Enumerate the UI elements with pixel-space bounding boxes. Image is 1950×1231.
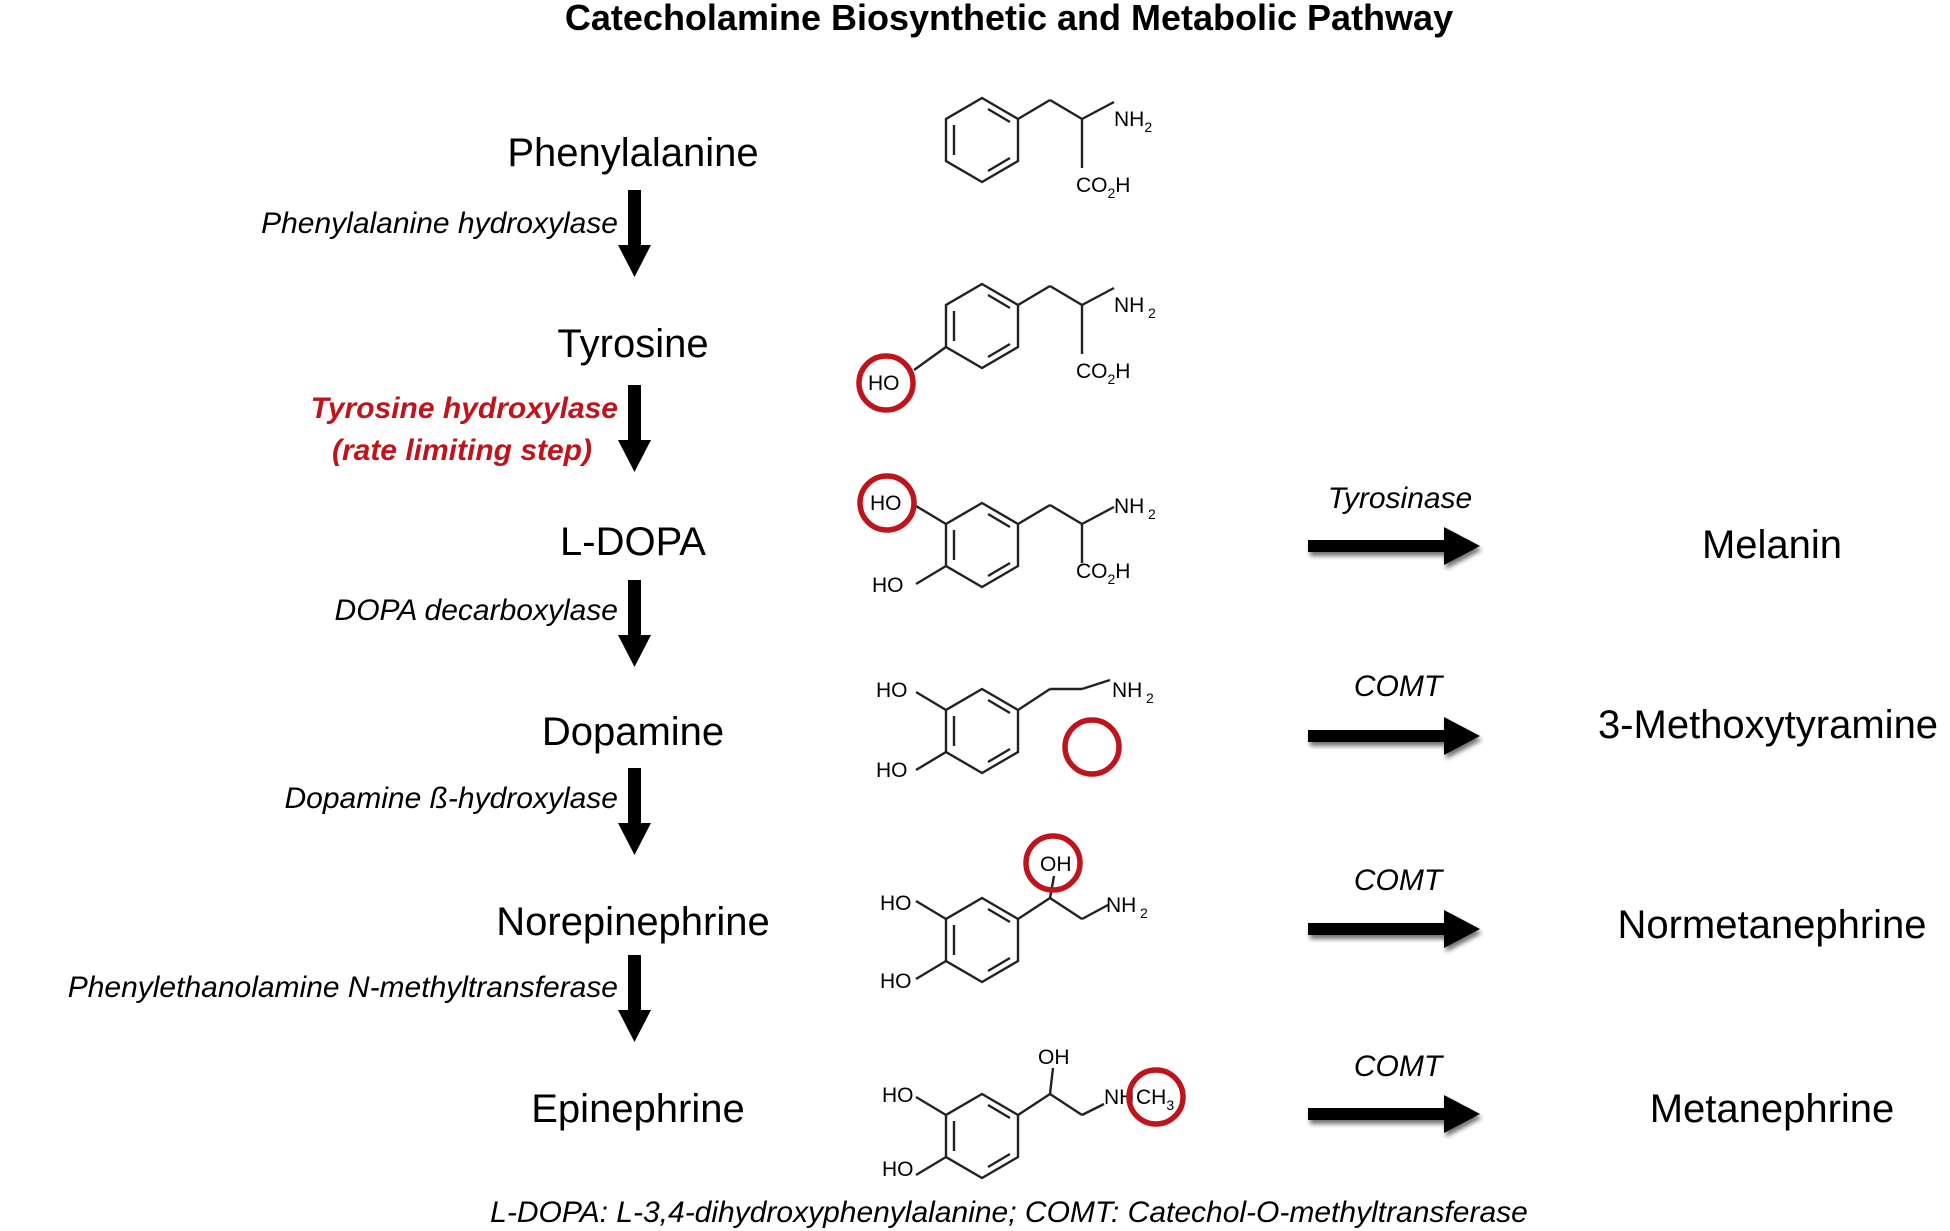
amine-label: NH xyxy=(1114,495,1144,518)
compound-norepinephrine: Norepinephrine xyxy=(496,900,770,944)
down-arrow-icon xyxy=(618,190,651,277)
svg-text:2: 2 xyxy=(1148,305,1156,321)
svg-text:CO2H: CO2H xyxy=(1076,560,1130,587)
highlight-circle xyxy=(1062,717,1122,777)
highlight-circle xyxy=(1023,833,1083,893)
svg-text:2: 2 xyxy=(1140,905,1148,921)
hydroxyl-label: HO xyxy=(868,372,900,395)
product-melanin: Melanin xyxy=(1702,523,1842,567)
metabolism-enzyme-tyrosinase: Tyrosinase xyxy=(1328,482,1473,515)
amine-label: NH xyxy=(1112,679,1142,702)
enzyme-list: Phenylalanine hydroxylase Tyrosine hydro… xyxy=(68,207,618,1004)
hydroxyl-label: HO xyxy=(882,1158,914,1181)
hydroxyl-label: HO xyxy=(880,892,912,915)
highlight-circle xyxy=(857,473,917,533)
hydroxyl-side-label: OH xyxy=(1038,1046,1070,1069)
hydroxyl-side-label: OH xyxy=(1040,853,1072,876)
acid-label: CO xyxy=(1076,174,1108,197)
hydroxyl-label: HO xyxy=(880,970,912,993)
metabolism-enzyme-comt: COMT xyxy=(1354,864,1445,897)
structure-tyrosine: NH 2 CO2H HO xyxy=(856,282,1156,413)
enzyme-pnmt: Phenylethanolamine N-methyltransferase xyxy=(68,971,618,1004)
amine-label: NH xyxy=(1114,294,1144,317)
amine-label: NH xyxy=(1114,108,1144,131)
metabolism-enzyme-comt: COMT xyxy=(1354,670,1445,703)
diagram-title: Catecholamine Biosynthetic and Metabolic… xyxy=(565,0,1453,38)
footnote: L-DOPA: L-3,4-dihydroxyphenylalanine; CO… xyxy=(490,1196,1528,1229)
compound-epinephrine: Epinephrine xyxy=(531,1087,745,1131)
right-arrow-icon xyxy=(1308,527,1482,569)
svg-text:NH2: NH2 xyxy=(1114,108,1152,135)
structure-phenylalanine: NH2 CO2H xyxy=(944,96,1152,201)
compound-tyrosine: Tyrosine xyxy=(557,322,708,366)
hydroxyl-label: HO xyxy=(872,574,904,597)
enzyme-tyrosine-hydroxylase: Tyrosine hydroxylase xyxy=(311,392,618,425)
svg-text:CH3: CH3 xyxy=(1136,1086,1174,1113)
compound-l-dopa: L-DOPA xyxy=(560,520,706,564)
svg-text:2: 2 xyxy=(1148,506,1156,522)
down-arrows xyxy=(618,190,651,1042)
amine-label: NH xyxy=(1106,894,1136,917)
right-arrow-icon xyxy=(1308,717,1482,759)
structure-l-dopa: NH 2 CO2H HO HO xyxy=(857,473,1156,597)
enzyme-phenylalanine-hydroxylase: Phenylalanine hydroxylase xyxy=(261,207,618,240)
structure-norepinephrine: OH NH 2 HO HO xyxy=(880,833,1148,993)
metabolism-enzyme-comt: COMT xyxy=(1354,1050,1445,1083)
structure-epinephrine: OH NH CH3 HO HO xyxy=(882,1046,1186,1181)
product-metanephrine: Metanephrine xyxy=(1650,1087,1895,1131)
highlight-circle xyxy=(1126,1067,1186,1127)
hydroxyl-label: HO xyxy=(876,759,908,782)
structure-dopamine: NH 2 HO HO xyxy=(876,678,1154,782)
svg-text:2: 2 xyxy=(1146,690,1154,706)
down-arrow-icon xyxy=(618,580,651,667)
product-3-methoxytyramine: 3-Methoxytyramine xyxy=(1598,703,1938,747)
enzyme-dopa-decarboxylase: DOPA decarboxylase xyxy=(335,594,618,627)
hydroxyl-label: HO xyxy=(882,1084,914,1107)
svg-text:CO2H: CO2H xyxy=(1076,174,1130,201)
right-arrow-icon xyxy=(1308,910,1482,952)
hydroxyl-label: HO xyxy=(876,679,908,702)
methyl-label: CH xyxy=(1136,1086,1166,1109)
svg-text:CO2H: CO2H xyxy=(1076,360,1130,387)
down-arrow-icon xyxy=(618,768,651,855)
down-arrow-icon xyxy=(618,385,651,472)
metabolism-list: Tyrosinase COMT COMT COMT Melanin 3-Meth… xyxy=(1308,482,1938,1137)
enzyme-dopamine-beta-hydroxylase: Dopamine ß-hydroxylase xyxy=(285,782,618,815)
right-arrow-icon xyxy=(1308,1095,1482,1137)
enzyme-rate-limiting-note: (rate limiting step) xyxy=(332,434,592,467)
compound-dopamine: Dopamine xyxy=(542,710,724,754)
acid-label: CO xyxy=(1076,560,1108,583)
down-arrow-icon xyxy=(618,955,651,1042)
compound-list: Phenylalanine Tyrosine L-DOPA Dopamine N… xyxy=(496,131,770,1131)
compound-phenylalanine: Phenylalanine xyxy=(507,131,758,175)
acid-label: CO xyxy=(1076,360,1108,383)
product-normetanephrine: Normetanephrine xyxy=(1617,903,1926,947)
highlight-circle xyxy=(856,353,916,413)
hydroxyl-label: HO xyxy=(870,492,902,515)
